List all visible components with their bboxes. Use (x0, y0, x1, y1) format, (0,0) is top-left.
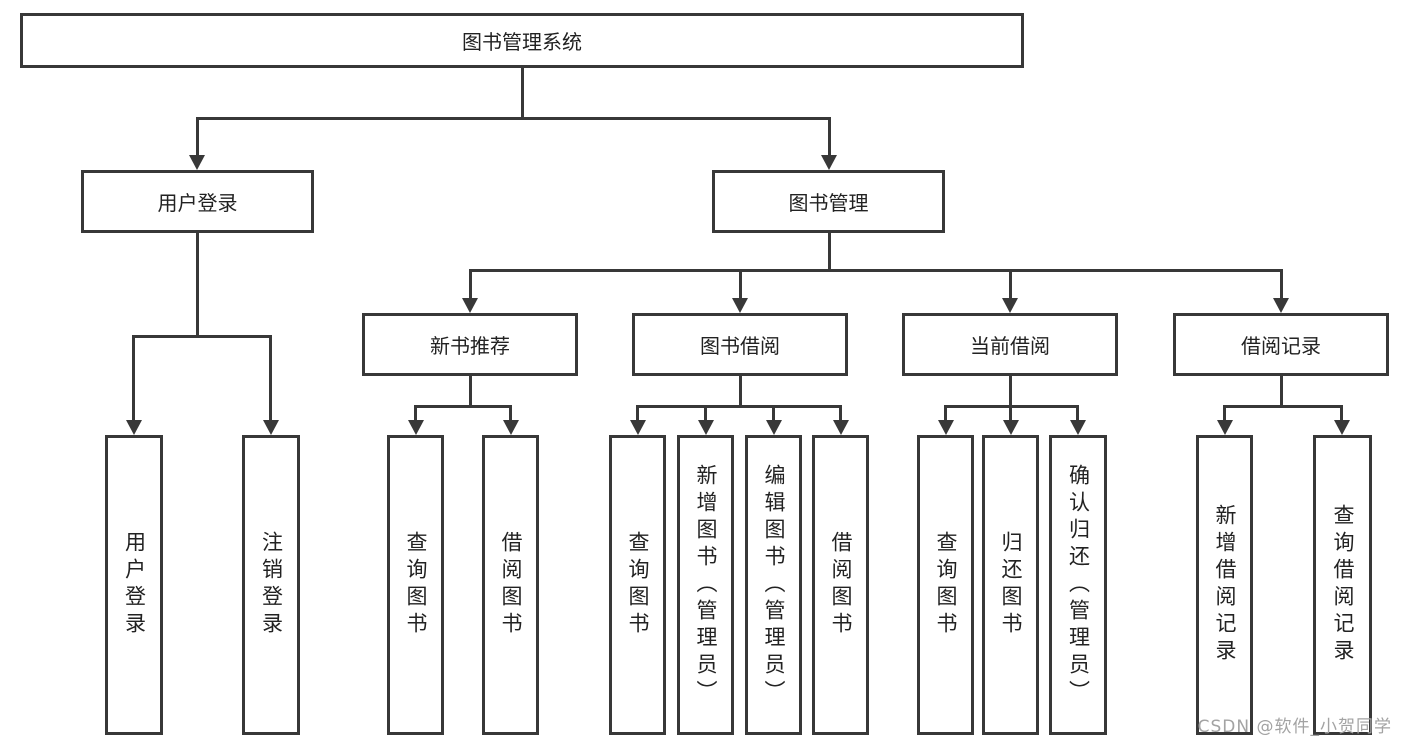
connector-line (1223, 405, 1226, 422)
connector-line (469, 376, 472, 408)
leaf-query-books-current: 查询图书 (917, 435, 974, 735)
connector-rail-new-book (414, 405, 512, 408)
watermark: CSDN @软件_小贺同学 (1197, 717, 1392, 737)
connector-line (1280, 269, 1283, 300)
leaf-logout: 注销登录 (242, 435, 300, 735)
node-user-login: 用户登录 (81, 170, 314, 233)
arrow-down-icon (189, 155, 205, 170)
connector-line (469, 269, 472, 300)
connector-line (509, 405, 512, 422)
connector-root-stub (521, 68, 524, 120)
connector-line (739, 376, 742, 408)
connector-line (704, 405, 707, 422)
connector-line (828, 117, 831, 156)
arrow-down-icon (1002, 298, 1018, 313)
connector-line (1009, 269, 1012, 300)
leaf-add-borrow-record: 新增借阅记录 (1196, 435, 1253, 735)
leaf-return-books: 归还图书 (982, 435, 1039, 735)
connector-line (196, 117, 199, 156)
node-library-management-system: 图书管理系统 (20, 13, 1024, 68)
connector-line (132, 335, 135, 422)
arrow-down-icon (503, 420, 519, 435)
connector-line (1076, 405, 1079, 422)
arrow-down-icon (462, 298, 478, 313)
arrow-down-icon (833, 420, 849, 435)
leaf-borrow-books-borrowing: 借阅图书 (812, 435, 869, 735)
arrow-down-icon (263, 420, 279, 435)
connector-rail-level2 (196, 117, 831, 120)
node-new-book-recommendation: 新书推荐 (362, 313, 578, 376)
connector-line (414, 405, 417, 422)
connector-line (269, 335, 272, 422)
arrow-down-icon (732, 298, 748, 313)
leaf-confirm-return-admin: 确认归还（管理员） (1049, 435, 1107, 735)
leaf-borrow-books-recommend: 借阅图书 (482, 435, 539, 735)
arrow-down-icon (1003, 420, 1019, 435)
connector-rail-book-borrowing (636, 405, 842, 408)
connector-rail-borrowing-records (1223, 405, 1343, 408)
node-borrowing-records: 借阅记录 (1173, 313, 1389, 376)
connector-line (1280, 376, 1283, 408)
leaf-edit-books-admin: 编辑图书（管理员） (745, 435, 802, 735)
connector-book-mgmt-stub (828, 233, 831, 272)
connector-line (739, 269, 742, 300)
connector-line (1340, 405, 1343, 422)
arrow-down-icon (938, 420, 954, 435)
node-book-management: 图书管理 (712, 170, 945, 233)
connector-line (636, 405, 639, 422)
arrow-down-icon (1070, 420, 1086, 435)
connector-rail-user-login (132, 335, 272, 338)
arrow-down-icon (1273, 298, 1289, 313)
arrow-down-icon (408, 420, 424, 435)
connector-rail-level3 (469, 269, 1282, 272)
arrow-down-icon (1217, 420, 1233, 435)
arrow-down-icon (630, 420, 646, 435)
connector-line (839, 405, 842, 422)
arrow-down-icon (126, 420, 142, 435)
arrow-down-icon (766, 420, 782, 435)
leaf-user-login: 用户登录 (105, 435, 163, 735)
connector-line (772, 405, 775, 422)
arrow-down-icon (1334, 420, 1350, 435)
leaf-query-books-borrowing: 查询图书 (609, 435, 666, 735)
leaf-query-borrow-record: 查询借阅记录 (1313, 435, 1372, 735)
connector-line (1009, 405, 1012, 422)
leaf-add-books-admin: 新增图书（管理员） (677, 435, 734, 735)
connector-user-login-stub (196, 233, 199, 338)
connector-line (944, 405, 947, 422)
node-book-borrowing: 图书借阅 (632, 313, 848, 376)
node-current-borrowing: 当前借阅 (902, 313, 1118, 376)
arrow-down-icon (698, 420, 714, 435)
leaf-query-books-recommend: 查询图书 (387, 435, 444, 735)
connector-line (1009, 376, 1012, 408)
arrow-down-icon (821, 155, 837, 170)
